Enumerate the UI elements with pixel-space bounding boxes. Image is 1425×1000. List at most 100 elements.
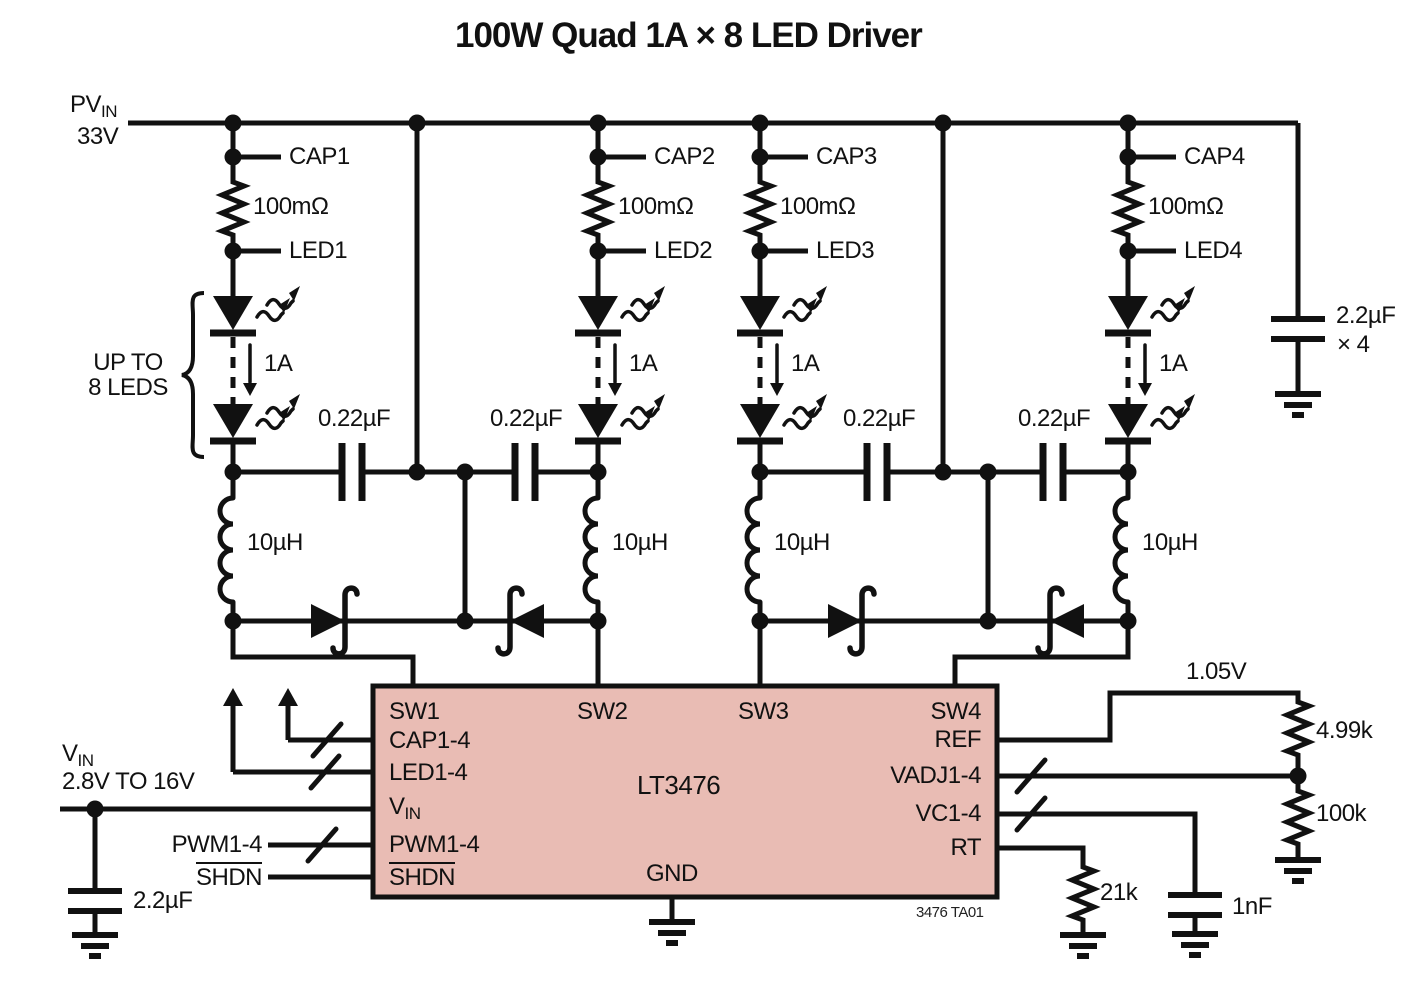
input-cap-value: 2.2µF bbox=[133, 887, 193, 914]
left-io bbox=[60, 688, 373, 956]
sense-res-value: 100mΩ bbox=[618, 193, 694, 220]
brace-icon bbox=[181, 291, 205, 459]
coupling-cap-value: 0.22µF bbox=[490, 405, 563, 432]
divider-top-value: 4.99k bbox=[1316, 717, 1373, 744]
led-current-label: 1A bbox=[791, 350, 820, 377]
ic-pin-ref: REF bbox=[934, 726, 982, 753]
led3-net-label: LED3 bbox=[816, 237, 875, 264]
sense-resistor-symbol bbox=[749, 178, 771, 240]
diode-symbol bbox=[1050, 604, 1084, 638]
light-rays-icon bbox=[622, 394, 665, 428]
output-cap-qty: × 4 bbox=[1337, 331, 1370, 358]
ic-pin-pwm: PWM1-4 bbox=[389, 831, 480, 858]
ground-icon bbox=[649, 922, 695, 943]
ic-pin-led: LED1-4 bbox=[389, 759, 468, 786]
led-symbol bbox=[210, 404, 256, 441]
ic-pin-vin: VIN bbox=[389, 793, 421, 823]
ic-pin-sw1: SW1 bbox=[389, 698, 440, 725]
led1-net-label: LED1 bbox=[289, 237, 348, 264]
ground-icon bbox=[1275, 394, 1321, 415]
ic-pin-vc: VC1-4 bbox=[915, 800, 981, 827]
ic-pin-gnd: GND bbox=[646, 860, 698, 887]
resistor-symbol bbox=[1287, 787, 1309, 849]
led-symbol bbox=[575, 404, 621, 441]
ic-pin-sw4: SW4 bbox=[930, 698, 981, 725]
light-rays-icon bbox=[257, 394, 300, 428]
ground-icon bbox=[72, 935, 118, 956]
light-rays-icon bbox=[257, 286, 300, 320]
capacitor-symbol bbox=[1043, 443, 1063, 501]
rt-resistor-value: 21k bbox=[1100, 879, 1138, 906]
capacitor-symbol bbox=[342, 443, 362, 501]
led-symbol bbox=[737, 404, 783, 441]
sense-resistor-symbol bbox=[587, 178, 609, 240]
sense-res-value: 100mΩ bbox=[253, 193, 329, 220]
ground-icon bbox=[1172, 934, 1218, 955]
cap3-net-label: CAP3 bbox=[816, 143, 877, 170]
vc-cap-value: 1nF bbox=[1232, 893, 1272, 920]
capacitor-symbol bbox=[515, 443, 535, 501]
led2-net-label: LED2 bbox=[654, 237, 713, 264]
diode-symbol bbox=[311, 604, 345, 638]
inductor-symbol bbox=[220, 498, 233, 602]
vin-range: 2.8V TO 16V bbox=[62, 768, 195, 795]
led-symbol bbox=[737, 296, 783, 333]
led-symbol bbox=[1105, 404, 1151, 441]
inductor-value: 10µH bbox=[612, 529, 668, 556]
arrow-up-icon bbox=[278, 688, 298, 706]
resistor-symbol bbox=[1072, 863, 1094, 925]
diode-symbol bbox=[828, 604, 862, 638]
ic-body bbox=[370, 683, 1000, 900]
ic-pin-vadj: VADJ1-4 bbox=[890, 762, 981, 789]
coupling-cap-line bbox=[233, 443, 1128, 621]
capacitor-symbol bbox=[68, 891, 122, 911]
ic-pin-sw2: SW2 bbox=[577, 698, 628, 725]
inductor-value: 10µH bbox=[1142, 529, 1198, 556]
vin-label: VIN bbox=[62, 740, 94, 770]
arrow-up-icon bbox=[223, 688, 243, 706]
schematic-title: 100W Quad 1A × 8 LED Driver bbox=[455, 16, 923, 55]
ground-icon bbox=[1060, 935, 1106, 956]
sw-wires bbox=[230, 621, 1131, 684]
inductor-symbol bbox=[585, 498, 598, 602]
led-symbol bbox=[210, 296, 256, 333]
output-cap-symbol bbox=[1271, 319, 1325, 415]
schematic-note: 3476 TA01 bbox=[916, 904, 984, 921]
resistor-symbol bbox=[1287, 698, 1309, 760]
pvin-label: PVIN bbox=[70, 91, 118, 121]
right-io bbox=[997, 690, 1321, 956]
led-current-label: 1A bbox=[1159, 350, 1188, 377]
diode-symbol bbox=[510, 604, 544, 638]
light-rays-icon bbox=[784, 286, 827, 320]
ic-pin-cap: CAP1-4 bbox=[389, 727, 471, 754]
light-rays-icon bbox=[1152, 394, 1195, 428]
divider-bottom-value: 100k bbox=[1316, 800, 1367, 827]
cap1-net-label: CAP1 bbox=[289, 143, 350, 170]
led-current-label: 1A bbox=[264, 350, 293, 377]
light-rays-icon bbox=[1152, 286, 1195, 320]
catch-diode-line bbox=[233, 588, 1128, 654]
ic-part-number: LT3476 bbox=[637, 770, 721, 800]
ground-icon bbox=[1275, 860, 1321, 881]
led4-net-label: LED4 bbox=[1184, 237, 1243, 264]
light-rays-icon bbox=[622, 286, 665, 320]
inductor-value: 10µH bbox=[247, 529, 303, 556]
sense-resistor-symbol bbox=[1117, 178, 1139, 240]
capacitor-symbol bbox=[867, 443, 887, 501]
inductor-symbol bbox=[1115, 498, 1128, 602]
cap4-net-label: CAP4 bbox=[1184, 143, 1245, 170]
led-symbol bbox=[1105, 296, 1151, 333]
light-rays-icon bbox=[784, 394, 827, 428]
pwm-input-label: PWM1-4 bbox=[171, 831, 263, 858]
ic-pin-shdn: SHDN bbox=[389, 862, 456, 891]
output-cap-value: 2.2µF bbox=[1336, 302, 1396, 329]
ic-pin-rt: RT bbox=[950, 834, 981, 861]
pvin-voltage: 33V bbox=[77, 123, 119, 150]
shdn-input-label: SHDN bbox=[195, 862, 263, 891]
inductor-symbol bbox=[747, 498, 760, 602]
ic-pin-sw3: SW3 bbox=[738, 698, 789, 725]
sense-res-value: 100mΩ bbox=[1148, 193, 1224, 220]
